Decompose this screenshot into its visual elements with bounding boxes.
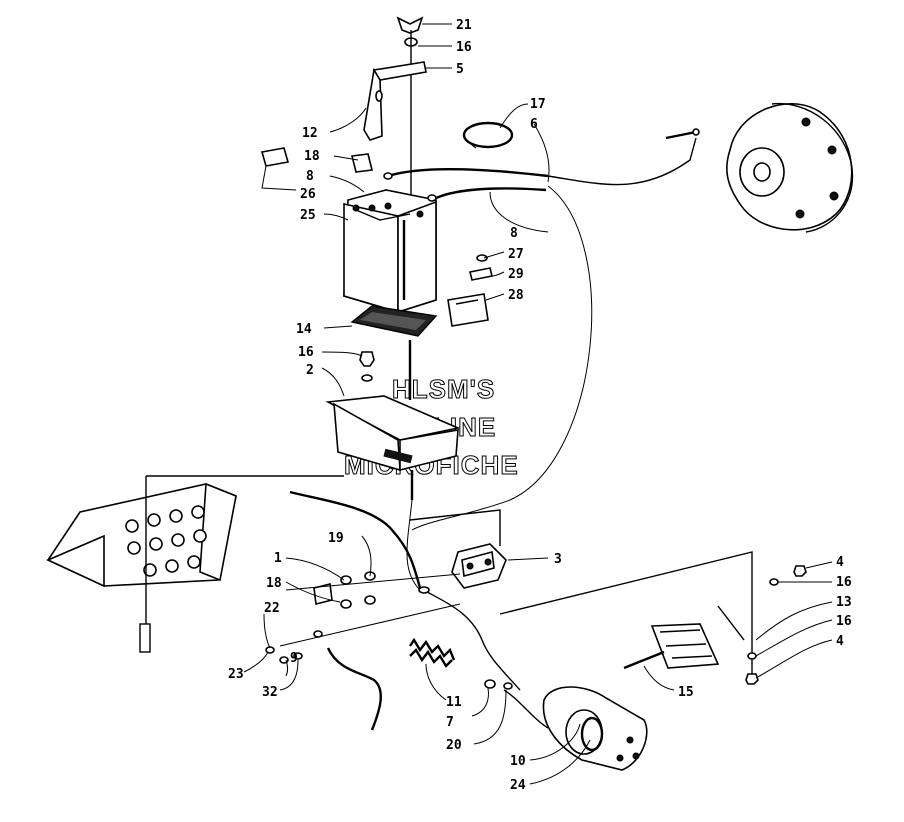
callout-10: 10 — [510, 754, 526, 769]
callout-20: 20 — [446, 738, 462, 753]
battery-strap-assembly — [363, 16, 427, 200]
cable-clamp — [462, 121, 514, 149]
callout-9: 9 — [290, 651, 298, 666]
callout-17: 17 — [530, 97, 546, 112]
callout-5: 5 — [456, 62, 464, 77]
ground-cable — [265, 630, 382, 731]
callout-18-top: 18 — [304, 149, 320, 164]
callout-25: 25 — [300, 208, 316, 223]
spring — [409, 637, 456, 668]
battery-cables — [383, 137, 697, 531]
rubber-pads — [260, 147, 373, 173]
relay-bracket — [623, 565, 807, 685]
flywheel-magneto — [665, 102, 854, 233]
callout-22: 22 — [264, 601, 280, 616]
callout-19: 19 — [328, 531, 344, 546]
callout-4-bottom: 4 — [836, 634, 844, 649]
callout-13: 13 — [836, 595, 852, 610]
callout-1: 1 — [274, 551, 282, 566]
callout-11: 11 — [446, 695, 462, 710]
callout-26: 26 — [300, 187, 316, 202]
solenoid-fasteners — [279, 571, 461, 647]
callout-4-top: 4 — [836, 555, 844, 570]
callout-16-top: 16 — [456, 40, 472, 55]
leader-lines — [243, 23, 833, 785]
callout-32: 32 — [262, 685, 278, 700]
callout-8-right: 8 — [510, 226, 518, 241]
callout-numbers: 21 16 5 17 6 12 18 8 26 25 8 27 29 28 14… — [228, 18, 852, 793]
connector-parts — [447, 254, 493, 327]
callout-18-bottom: 18 — [266, 576, 282, 591]
skid-plate — [46, 475, 344, 653]
callout-2: 2 — [306, 363, 314, 378]
callout-27: 27 — [508, 247, 524, 262]
callout-16-mid: 16 — [298, 345, 314, 360]
starter-motor — [484, 679, 648, 771]
callout-14: 14 — [296, 322, 312, 337]
callout-23: 23 — [228, 667, 244, 682]
battery — [343, 189, 437, 314]
callout-15: 15 — [678, 685, 694, 700]
battery-tray — [325, 395, 461, 472]
solenoid-wiring — [289, 490, 521, 691]
battery-pad — [350, 305, 438, 337]
callout-3: 3 — [554, 552, 562, 567]
callout-7: 7 — [446, 715, 454, 730]
callout-6: 6 — [530, 117, 538, 132]
callout-16-right-a: 16 — [836, 575, 852, 590]
callout-24: 24 — [510, 778, 526, 793]
watermark-line-1: HLSM'S — [392, 374, 495, 404]
callout-21: 21 — [456, 18, 472, 33]
callout-29: 29 — [508, 267, 524, 282]
callout-8-left: 8 — [306, 169, 314, 184]
battery-bolt — [359, 340, 414, 500]
callout-16-right-b: 16 — [836, 614, 852, 629]
callout-12: 12 — [302, 126, 318, 141]
callout-28: 28 — [508, 288, 524, 303]
starter-solenoid — [409, 509, 753, 680]
